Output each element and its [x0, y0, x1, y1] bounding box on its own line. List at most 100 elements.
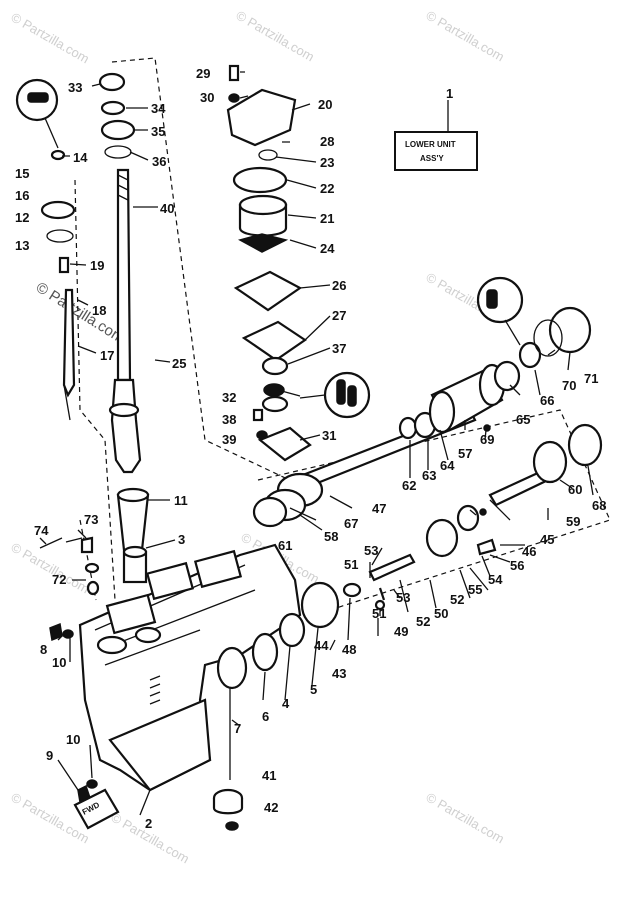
callout-7: 7: [234, 721, 241, 736]
callout-24: 24: [320, 241, 335, 256]
callout-44: 44: [314, 638, 329, 653]
callout-15: 15: [15, 166, 29, 181]
callout-11: 11: [174, 493, 188, 508]
callout-64: 64: [440, 458, 455, 473]
callout-73: 73: [84, 512, 98, 527]
callout-32: 32: [222, 390, 236, 405]
shift-rod-assembly: [15, 78, 76, 421]
callout-62: 62: [402, 478, 416, 493]
callout-46: 46: [522, 544, 536, 559]
callout-5: 5: [310, 682, 317, 697]
callout-40: 40: [160, 201, 174, 216]
top-bearing-stack: [98, 72, 136, 159]
callout-56: 56: [510, 558, 524, 573]
callout-53-lower: 53: [396, 590, 410, 605]
guide-lines: [74, 57, 611, 611]
assembly-line1: LOWER UNIT: [405, 140, 456, 149]
propeller-shaft-assembly: [252, 276, 592, 528]
callout-2: 2: [145, 816, 152, 831]
part-callouts: 33 34 35 36 14 15 16 12 13 19 18 17 40 2…: [15, 66, 606, 831]
callout-35: 35: [151, 124, 165, 139]
callout-31: 31: [322, 428, 336, 443]
callout-21: 21: [320, 211, 334, 226]
callout-58: 58: [324, 529, 338, 544]
reverse-gear-assembly: [216, 581, 340, 780]
callout-54: 54: [488, 572, 503, 587]
callout-25: 25: [172, 356, 186, 371]
callout-52-left: 52: [416, 614, 430, 629]
callout-45: 45: [540, 532, 554, 547]
lower-unit-assy-box: 1 LOWER UNIT ASS'Y: [394, 86, 478, 171]
callout-10-lower: 10: [66, 732, 80, 747]
callout-30: 30: [200, 90, 214, 105]
callout-23: 23: [320, 155, 334, 170]
callout-50: 50: [434, 606, 448, 621]
callout-67: 67: [344, 516, 358, 531]
callout-70: 70: [562, 378, 576, 393]
callout-43: 43: [332, 666, 346, 681]
callout-72: 72: [52, 572, 66, 587]
callout-20: 20: [318, 97, 332, 112]
callout-12: 12: [15, 210, 29, 225]
watermark: © Partzilla.com: [234, 8, 317, 65]
watermark: © Partzilla.com: [424, 790, 507, 847]
callout-42: 42: [264, 800, 278, 815]
callout-39: 39: [222, 432, 236, 447]
callout-17: 17: [100, 348, 114, 363]
anode-and-nut: [212, 788, 244, 831]
callout-18: 18: [92, 303, 106, 318]
callout-8: 8: [40, 642, 47, 657]
callout-22: 22: [320, 181, 334, 196]
callout-52-right: 52: [450, 592, 464, 607]
assembly-line2: ASS'Y: [420, 154, 444, 163]
callout-69: 69: [480, 432, 494, 447]
callout-71: 71: [584, 371, 598, 386]
callout-13: 13: [15, 238, 29, 253]
callout-16: 16: [15, 188, 29, 203]
drive-shaft-sleeve: [116, 487, 150, 584]
callout-41: 41: [262, 768, 276, 783]
callout-60: 60: [568, 482, 582, 497]
watermark: © Partzilla.com: [9, 10, 92, 67]
callout-51-upper: 51: [344, 557, 358, 572]
watermark-main: © Partzilla.com: [33, 279, 128, 347]
callout-36: 36: [152, 154, 166, 169]
callout-68: 68: [592, 498, 606, 513]
callout-6: 6: [262, 709, 269, 724]
callout-27: 27: [332, 308, 346, 323]
callout-47: 47: [372, 501, 386, 516]
callout-57: 57: [458, 446, 472, 461]
callout-4: 4: [282, 696, 290, 711]
callout-66: 66: [540, 393, 554, 408]
callout-37: 37: [332, 341, 346, 356]
callout-59: 59: [566, 514, 580, 529]
callout-53-upper: 53: [364, 543, 378, 558]
callout-55: 55: [468, 582, 482, 597]
fwd-arrow: FWD: [73, 788, 120, 830]
callout-28: 28: [320, 134, 334, 149]
callout-34: 34: [151, 101, 166, 116]
callout-3: 3: [178, 532, 185, 547]
watermark: © Partzilla.com: [424, 8, 507, 65]
callout-19: 19: [90, 258, 104, 273]
clutch-shift-parts: [342, 553, 416, 611]
callout-38: 38: [222, 412, 236, 427]
assembly-number: 1: [446, 86, 453, 101]
water-pump-assembly: [226, 64, 371, 462]
callout-14: 14: [73, 150, 88, 165]
callout-74: 74: [34, 523, 49, 538]
callout-9: 9: [46, 748, 53, 763]
callout-63: 63: [422, 468, 436, 483]
callout-65: 65: [516, 412, 530, 427]
callout-48: 48: [342, 642, 356, 657]
callout-49: 49: [394, 624, 408, 639]
callout-61: 61: [278, 538, 292, 553]
watermark: © Partzilla.com: [9, 540, 92, 597]
drive-shaft: [108, 168, 142, 474]
callout-26: 26: [332, 278, 346, 293]
lower-unit-housing: [78, 543, 302, 792]
callout-33: 33: [68, 80, 82, 95]
leader-lines: [39, 71, 594, 816]
callout-51-lower: 51: [372, 606, 386, 621]
